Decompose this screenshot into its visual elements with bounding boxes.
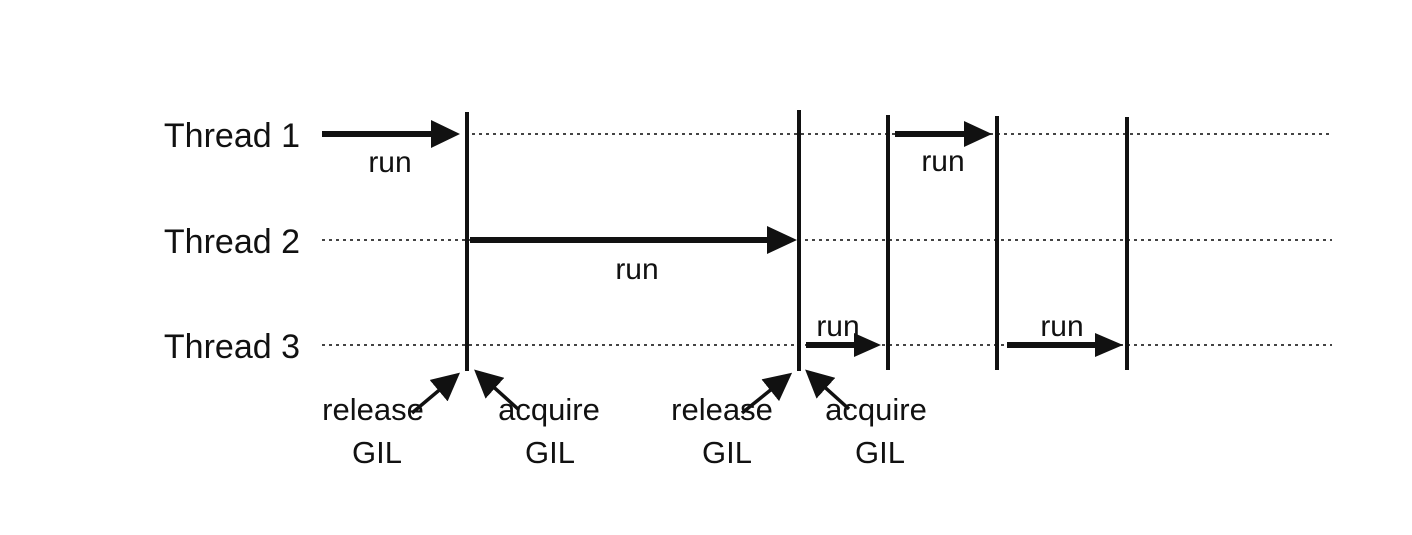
run-arrow-thread3-second — [1007, 333, 1123, 357]
annotation-gil-label: GIL — [855, 435, 905, 470]
thread2-label: Thread 2 — [164, 223, 300, 261]
run-label-thread1-second: run — [921, 145, 964, 178]
acquire-gil-annotation-1: acquire GIL — [498, 392, 600, 470]
run-label-thread3-second: run — [1040, 310, 1083, 343]
gil-annotation-arrows — [410, 369, 851, 415]
thread-labels: Thread 1 Thread 2 Thread 3 — [164, 117, 300, 366]
gil-annotation-labels: release GIL acquire GIL release GIL acqu… — [322, 392, 927, 470]
thread1-label: Thread 1 — [164, 117, 300, 155]
run-labels: run run run run run — [368, 145, 1083, 343]
gil-boundary-lines — [465, 110, 1129, 371]
release-gil-annotation-arrow-1 — [410, 372, 461, 415]
run-arrows — [322, 120, 1123, 357]
annotation-gil-label: GIL — [702, 435, 752, 470]
annotation-action-label: acquire — [498, 392, 600, 427]
release-gil-annotation-arrow-2 — [740, 372, 793, 415]
annotation-action-label: release — [671, 392, 773, 427]
run-arrow-thread2 — [470, 226, 797, 254]
run-label-thread1-first: run — [368, 146, 411, 179]
run-arrow-thread3-first — [806, 333, 881, 357]
run-arrow-thread1-second — [895, 121, 992, 147]
thread3-label: Thread 3 — [164, 328, 300, 366]
release-gil-annotation-2: release GIL — [671, 392, 773, 470]
run-arrow-thread1-first — [322, 120, 460, 148]
acquire-gil-annotation-arrow-1 — [474, 369, 520, 411]
release-gil-annotation-1: release GIL — [322, 392, 424, 470]
run-label-thread3-first: run — [816, 310, 859, 343]
acquire-gil-annotation-2: acquire GIL — [825, 392, 927, 470]
run-label-thread2: run — [615, 253, 658, 286]
acquire-gil-annotation-arrow-2 — [805, 369, 851, 411]
annotation-gil-label: GIL — [525, 435, 575, 470]
annotation-gil-label: GIL — [352, 435, 402, 470]
annotation-action-label: release — [322, 392, 424, 427]
annotation-action-label: acquire — [825, 392, 927, 427]
